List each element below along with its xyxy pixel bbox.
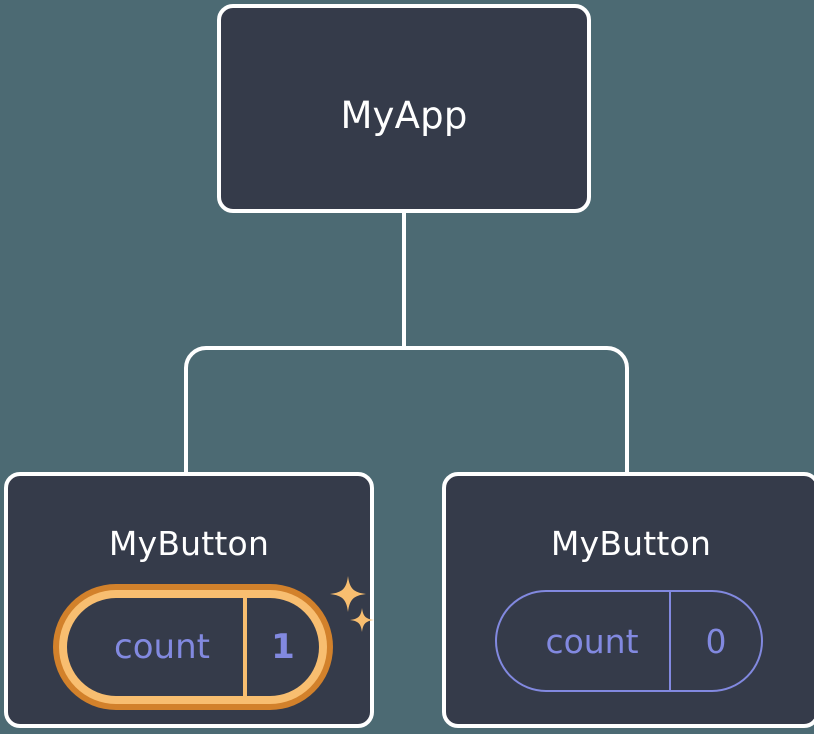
node-mybutton-right[interactable]: MyButton count 0 [442,472,814,728]
sparkle-large-icon [330,576,366,612]
state-value-label: 0 [669,592,761,690]
sparkle-small-icon [350,608,374,632]
state-pill-highlight-ring: count 1 [59,590,327,704]
state-pill-plain[interactable]: count 0 [495,590,763,692]
node-mybutton-left[interactable]: MyButton count 1 [4,472,374,728]
state-pill-highlighted[interactable]: count 1 [53,584,333,710]
node-myapp-label: MyApp [340,94,468,137]
state-value-label: 1 [243,598,319,696]
state-key-label: count [545,621,639,661]
node-mybutton-right-label: MyButton [550,524,712,563]
connector-branch-right [404,346,629,474]
connector-branch-left [184,346,404,474]
node-mybutton-left-label: MyButton [108,524,270,563]
state-pill-body: count 1 [67,598,319,696]
state-key-label: count [114,627,210,667]
node-myapp[interactable]: MyApp [217,4,591,213]
